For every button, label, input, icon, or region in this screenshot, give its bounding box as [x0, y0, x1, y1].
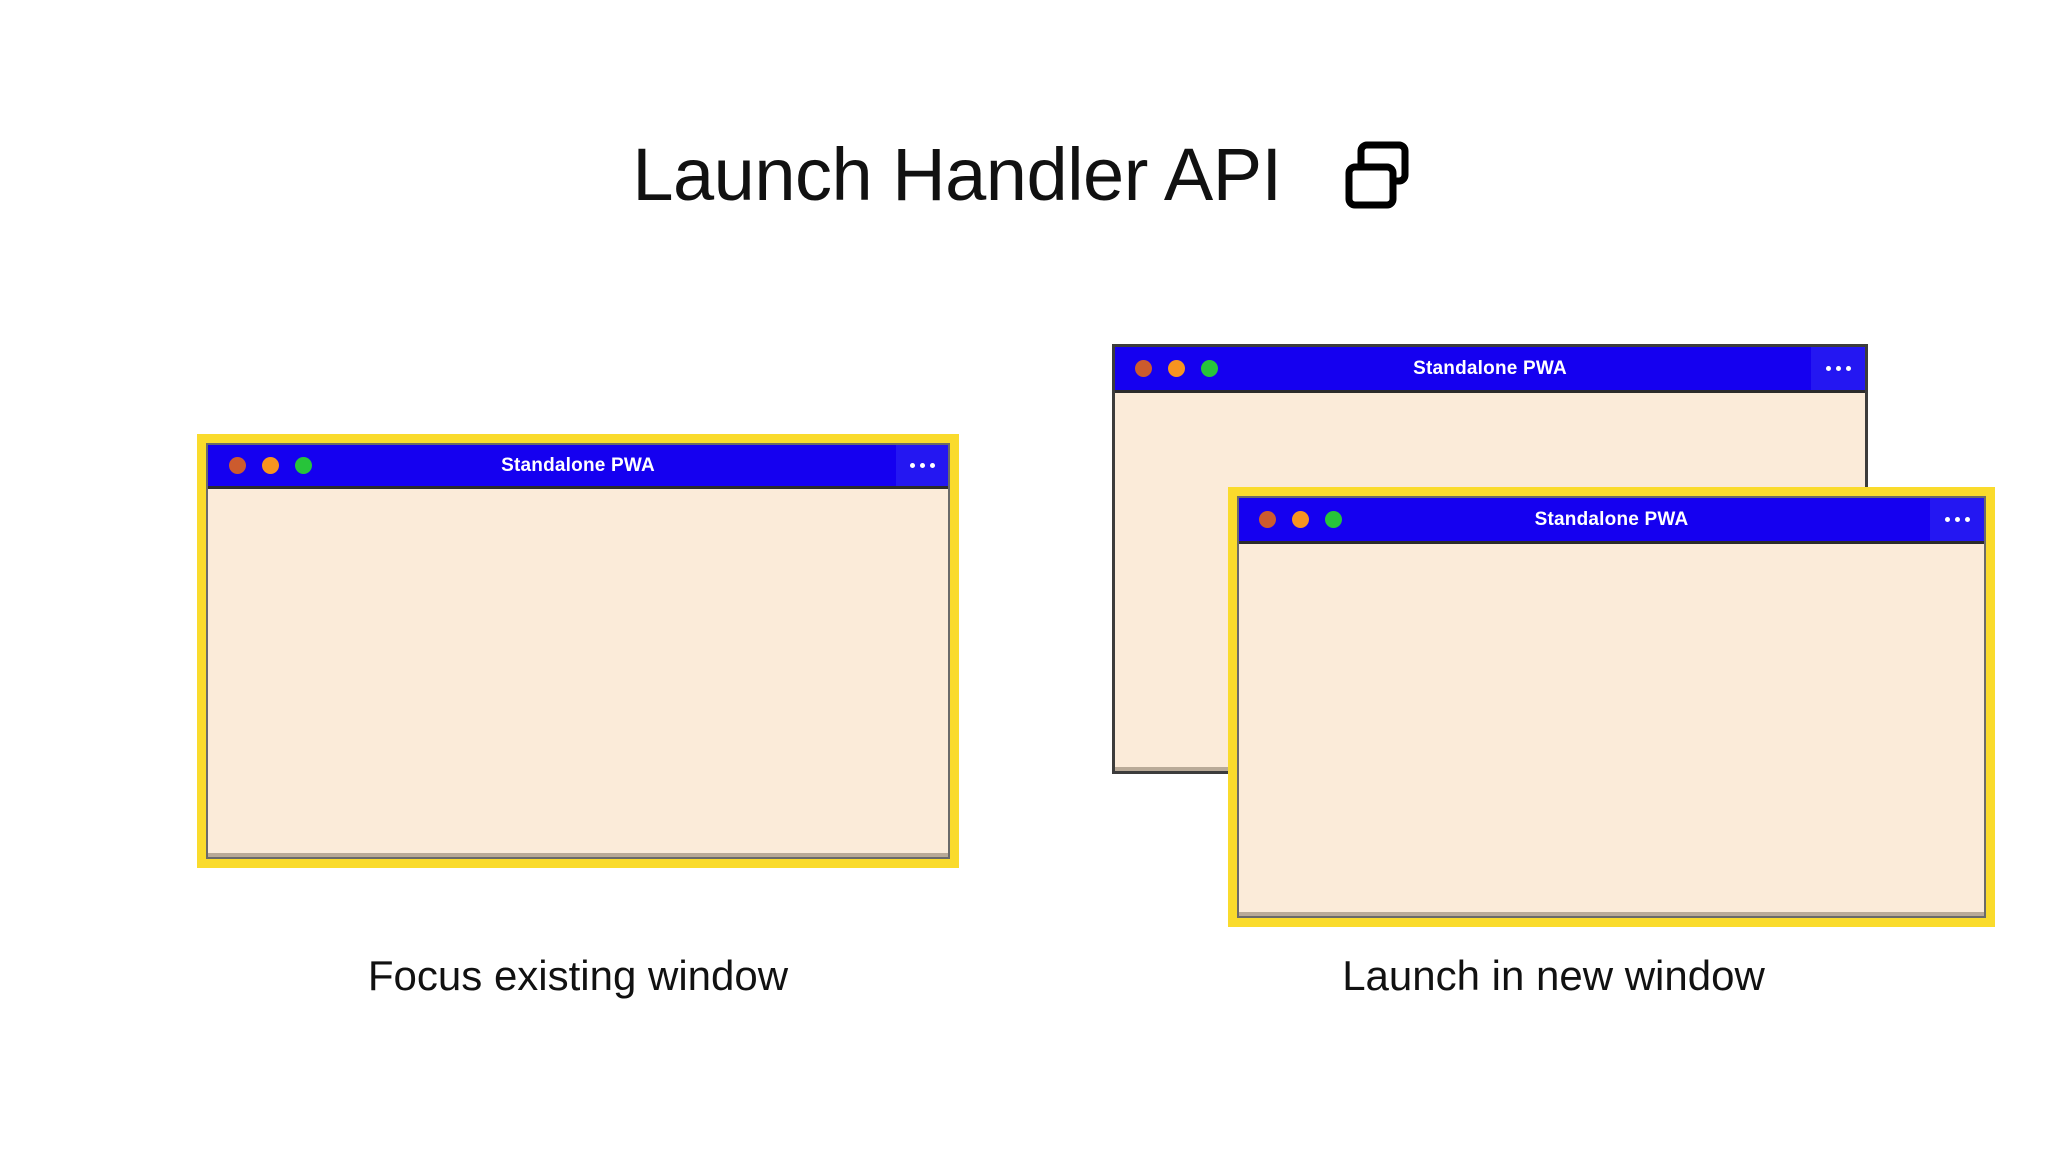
minimize-button-dot[interactable] — [1168, 360, 1185, 377]
menu-dot-2 — [1954, 517, 1960, 522]
maximize-button-dot[interactable] — [1325, 511, 1342, 528]
window-inner: Standalone PWA — [206, 443, 950, 859]
menu-dot-3 — [1845, 366, 1851, 371]
maximize-button-dot[interactable] — [295, 457, 312, 474]
close-button-dot[interactable] — [229, 457, 246, 474]
page-title: Launch Handler API — [632, 133, 1282, 216]
page-header: Launch Handler API — [0, 120, 2048, 230]
window-bottom-edge — [1239, 912, 1984, 916]
window-titlebar[interactable]: Standalone PWA — [1239, 498, 1984, 544]
close-button-dot[interactable] — [1135, 360, 1152, 377]
window-titlebar[interactable]: Standalone PWA — [1115, 347, 1865, 393]
traffic-lights — [229, 457, 312, 474]
window-more-menu-button[interactable] — [1930, 498, 1984, 541]
menu-dot-3 — [929, 463, 935, 468]
menu-dot-1 — [1825, 366, 1831, 371]
minimize-button-dot[interactable] — [1292, 511, 1309, 528]
traffic-lights — [1135, 360, 1218, 377]
menu-dot-2 — [919, 463, 925, 468]
menu-dot-2 — [1835, 366, 1841, 371]
caption-focus-existing-window: Focus existing window — [367, 952, 789, 999]
window-content-area — [1239, 544, 1984, 916]
maximize-button-dot[interactable] — [1201, 360, 1218, 377]
traffic-lights — [1259, 511, 1342, 528]
focus-existing-window-pwa-window[interactable]: Standalone PWA — [197, 434, 959, 868]
window-title: Standalone PWA — [501, 454, 655, 476]
minimize-button-dot[interactable] — [262, 457, 279, 474]
window-titlebar[interactable]: Standalone PWA — [208, 445, 948, 489]
window-more-menu-button[interactable] — [1811, 347, 1865, 390]
menu-dot-1 — [1944, 517, 1950, 522]
caption-launch-in-new-window: Launch in new window — [1342, 952, 1765, 999]
window-title: Standalone PWA — [1413, 357, 1567, 379]
menu-dot-3 — [1964, 517, 1970, 522]
window-bottom-edge — [208, 853, 948, 857]
window-inner: Standalone PWA — [1237, 496, 1986, 918]
launch-new-window-foreground-pwa-window[interactable]: Standalone PWA — [1228, 487, 1995, 927]
window-content-area — [208, 489, 948, 857]
close-button-dot[interactable] — [1259, 511, 1276, 528]
window-more-menu-button[interactable] — [896, 445, 948, 486]
two-windows-icon — [1342, 138, 1416, 212]
menu-dot-1 — [909, 463, 915, 468]
window-title: Standalone PWA — [1534, 508, 1689, 530]
